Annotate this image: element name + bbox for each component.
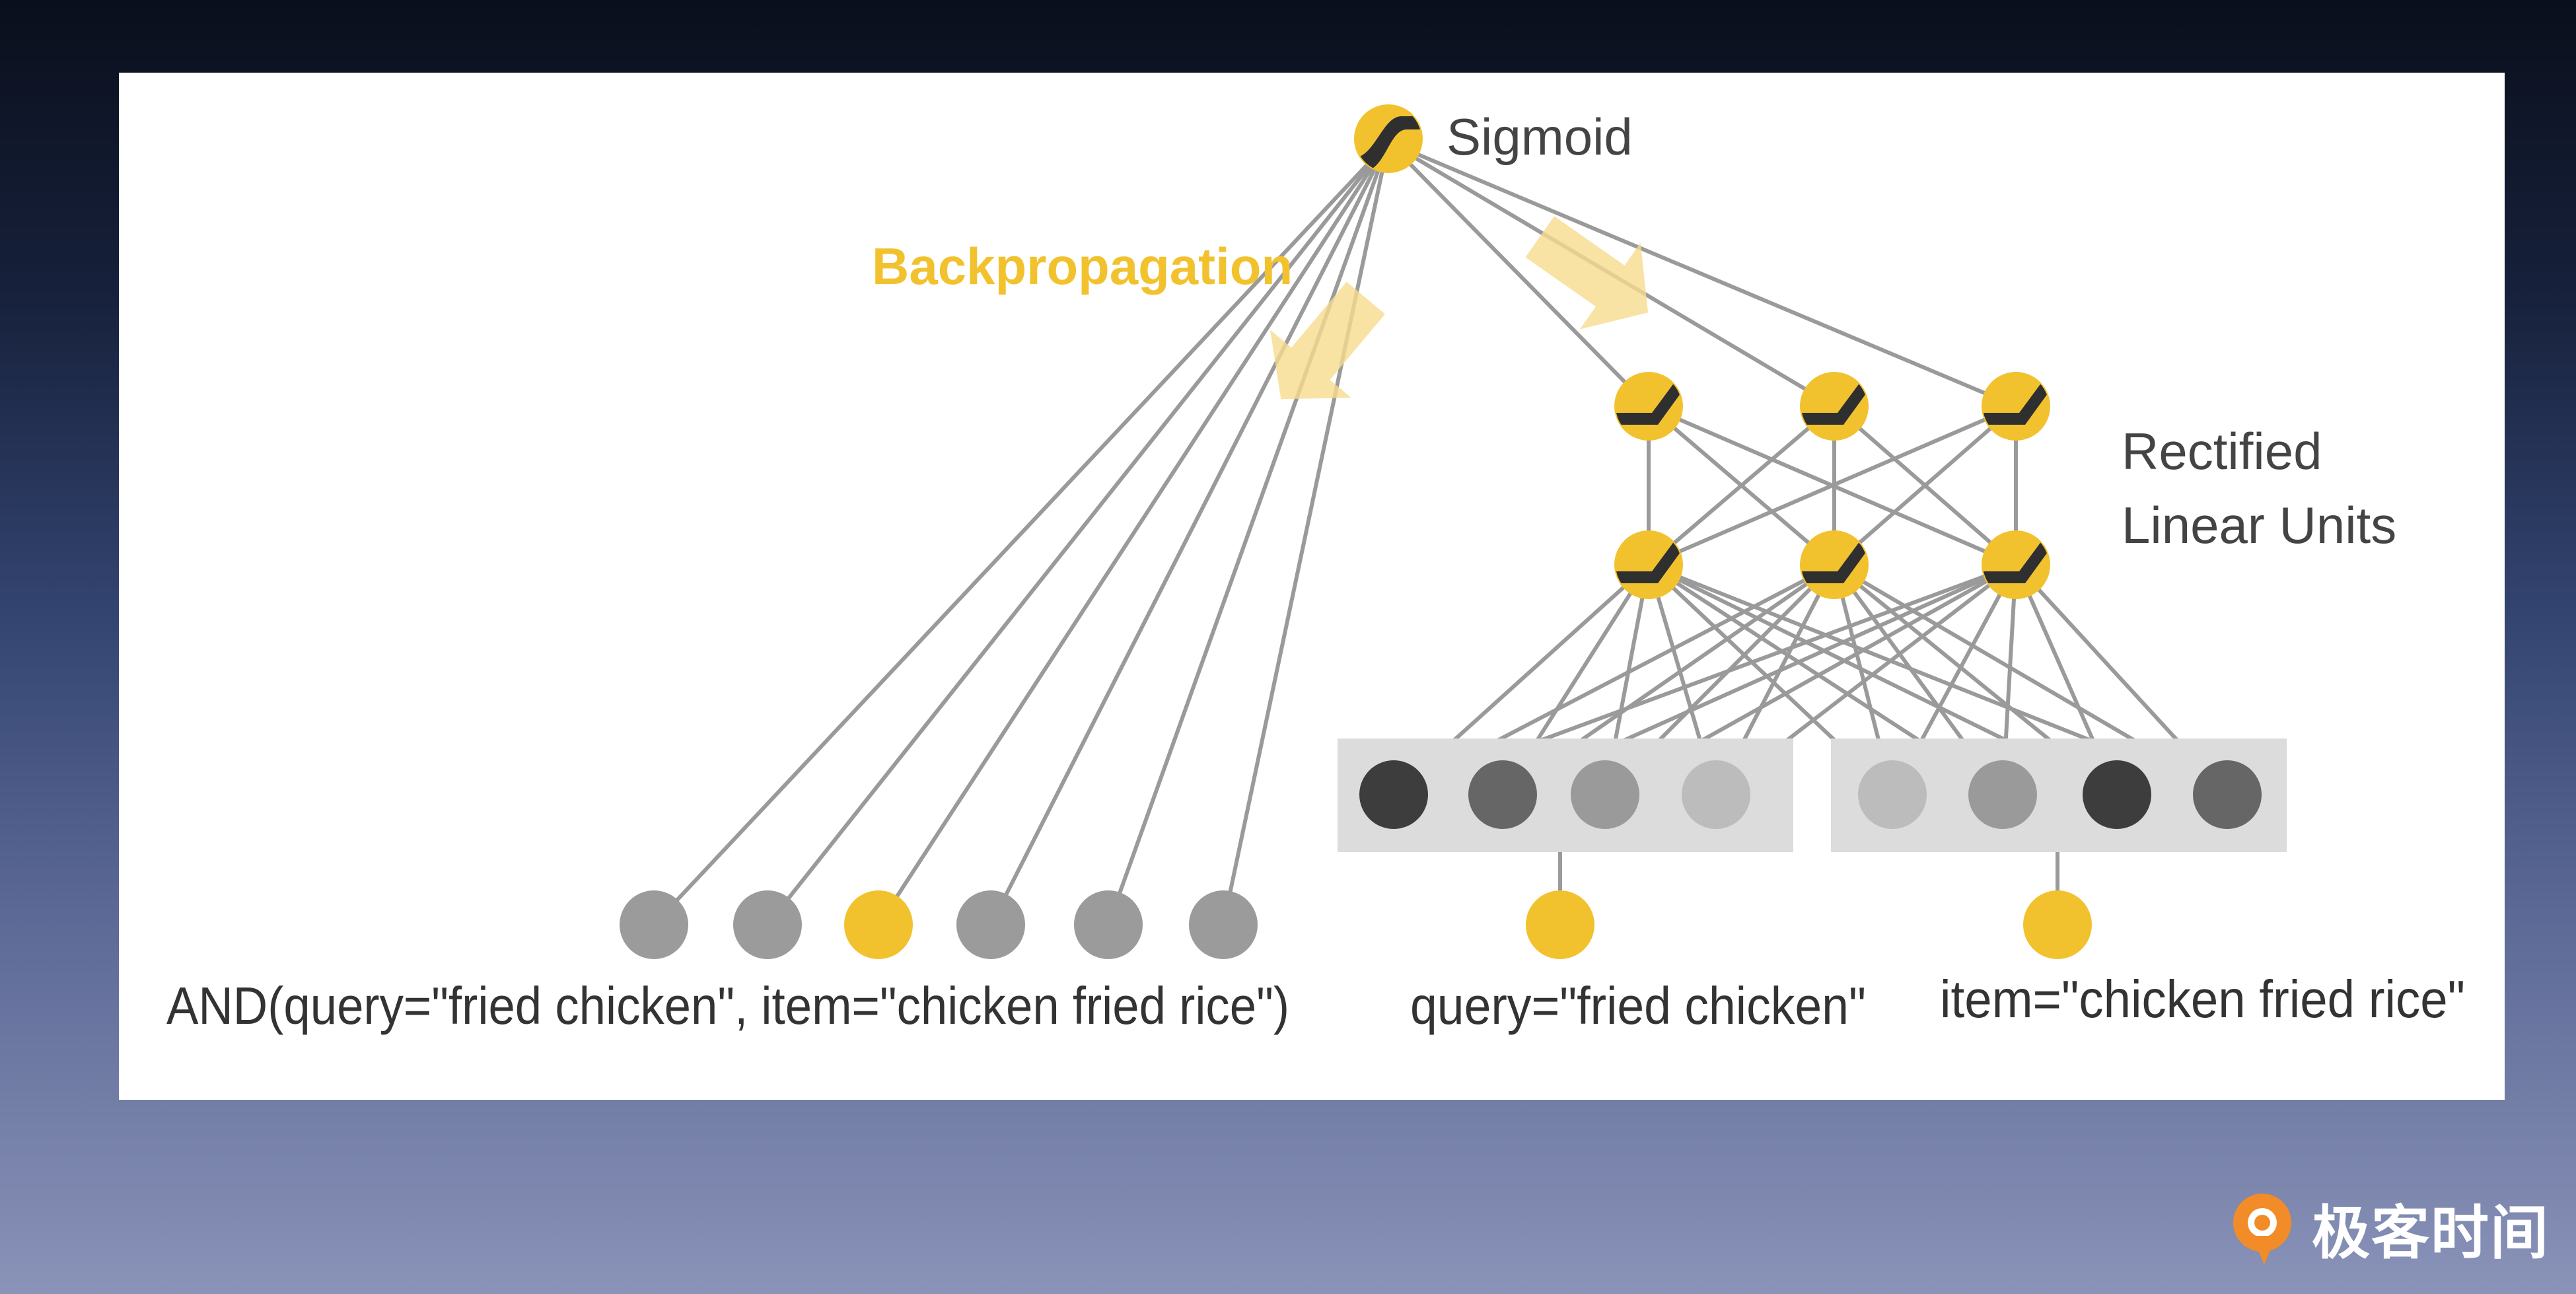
- sigmoid-to-hidden-edge: [1386, 140, 1651, 408]
- brand: 极客时间: [2226, 1188, 2550, 1268]
- relu-icon: [1614, 530, 1683, 599]
- relu-label-line2: Linear Units: [2122, 496, 2396, 554]
- relu-icon: [1614, 372, 1683, 441]
- query-embedding-unit: [1571, 760, 1639, 829]
- wide-feature-node: [733, 890, 802, 959]
- wide-feature-node: [1189, 890, 1258, 959]
- wide-feature-node: [956, 890, 1025, 959]
- query-input-node: [1526, 890, 1594, 959]
- relu-label-line1: Rectified: [2122, 422, 2322, 480]
- backprop-arrow-deep: [1525, 216, 1649, 330]
- query-embedding-unit: [1359, 760, 1428, 829]
- item-embedding-unit: [1968, 760, 2037, 829]
- item-embedding-unit: [2193, 760, 2262, 829]
- brand-name: 极客时间: [2311, 1198, 2550, 1267]
- wide-to-sigmoid-edge: [652, 140, 1390, 927]
- wide-to-sigmoid-edge: [1106, 141, 1390, 926]
- backpropagation-label: Backpropagation: [872, 237, 1293, 295]
- relu-icon: [1982, 372, 2050, 441]
- relu-icon: [1800, 372, 1869, 441]
- sigmoid-label: Sigmoid: [1447, 108, 1633, 166]
- item-embedding-unit: [1858, 760, 1927, 829]
- wide-and-deep-diagram: Sigmoid Backpropagation Rectified Linear…: [166, 104, 2465, 1035]
- item-embedding-unit: [2083, 760, 2151, 829]
- backprop-arrow-wide: [1270, 281, 1385, 400]
- network-nodes: [620, 104, 2262, 959]
- query-embedding-unit: [1682, 760, 1750, 829]
- wide-to-sigmoid-edge: [989, 141, 1390, 926]
- relu-icon: [1800, 530, 1869, 599]
- wide-to-sigmoid-edge: [766, 141, 1390, 926]
- query-embedding-unit: [1468, 760, 1537, 829]
- relu-icon: [1982, 530, 2050, 599]
- hidden-to-hidden-edge: [1833, 404, 2017, 567]
- wide-input-label: AND(query="fried chicken", item="chicken…: [166, 976, 1289, 1035]
- hidden-to-hidden-edge: [1647, 404, 2017, 567]
- slide-panel: Sigmoid Backpropagation Rectified Linear…: [119, 73, 2505, 1100]
- query-input-label: query="fried chicken": [1410, 976, 1866, 1035]
- wide-feature-node: [844, 890, 913, 959]
- item-input-node: [2023, 890, 2092, 959]
- wide-feature-node: [1074, 890, 1143, 959]
- sigmoid-to-hidden-edge: [1387, 140, 2017, 408]
- backpropagation-arrows: [1270, 216, 1649, 400]
- item-input-label: item="chicken fried rice": [1940, 970, 2465, 1028]
- hidden-to-hidden-edge: [1647, 404, 1836, 567]
- wide-to-sigmoid-edge: [877, 141, 1390, 926]
- wide-feature-node: [620, 890, 688, 959]
- wide-to-sigmoid-edge: [1221, 141, 1390, 925]
- sigmoid-icon: [1354, 104, 1423, 173]
- geektime-logo-icon: [2233, 1194, 2291, 1265]
